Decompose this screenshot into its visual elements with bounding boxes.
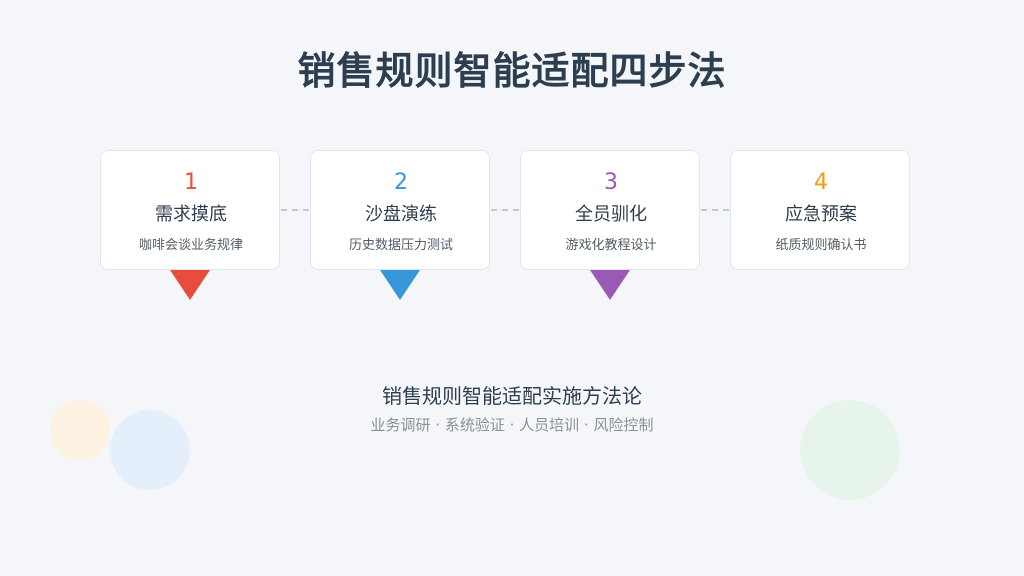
step-description: 游戏化教程设计 [565, 238, 657, 253]
step-description: 纸质规则确认书 [775, 238, 867, 253]
step-number: 1 [184, 170, 198, 195]
step-2-arrow [380, 270, 420, 300]
step-1-arrow [170, 270, 210, 300]
step-name: 应急预案 [785, 204, 857, 225]
connector-1-2 [281, 209, 309, 211]
page-title: 销售规则智能适配四步法 [297, 49, 727, 93]
step-name: 沙盘演练 [365, 204, 437, 225]
decorative-circle-blue [110, 410, 190, 490]
connector-2-3 [491, 209, 519, 211]
step-number: 2 [394, 170, 408, 195]
footer-subtitle: 业务调研 · 系统验证 · 人员培训 · 风险控制 [370, 416, 654, 434]
step-card-3: 3 全员驯化 游戏化教程设计 [520, 150, 700, 270]
step-card-4: 4 应急预案 纸质规则确认书 [730, 150, 910, 270]
decorative-circle-green [800, 400, 900, 500]
step-number: 3 [604, 170, 618, 195]
footer-title: 销售规则智能适配实施方法论 [382, 384, 642, 408]
step-description: 历史数据压力测试 [348, 238, 453, 253]
step-card-2: 2 沙盘演练 历史数据压力测试 [310, 150, 490, 270]
step-name: 需求摸底 [155, 204, 227, 225]
step-number: 4 [814, 170, 828, 195]
step-description: 咖啡会谈业务规律 [138, 238, 243, 253]
step-name: 全员驯化 [575, 204, 647, 225]
connector-3-4 [701, 209, 729, 211]
decorative-circle-orange [50, 400, 110, 460]
step-card-1: 1 需求摸底 咖啡会谈业务规律 [100, 150, 280, 270]
step-3-arrow [590, 270, 630, 300]
